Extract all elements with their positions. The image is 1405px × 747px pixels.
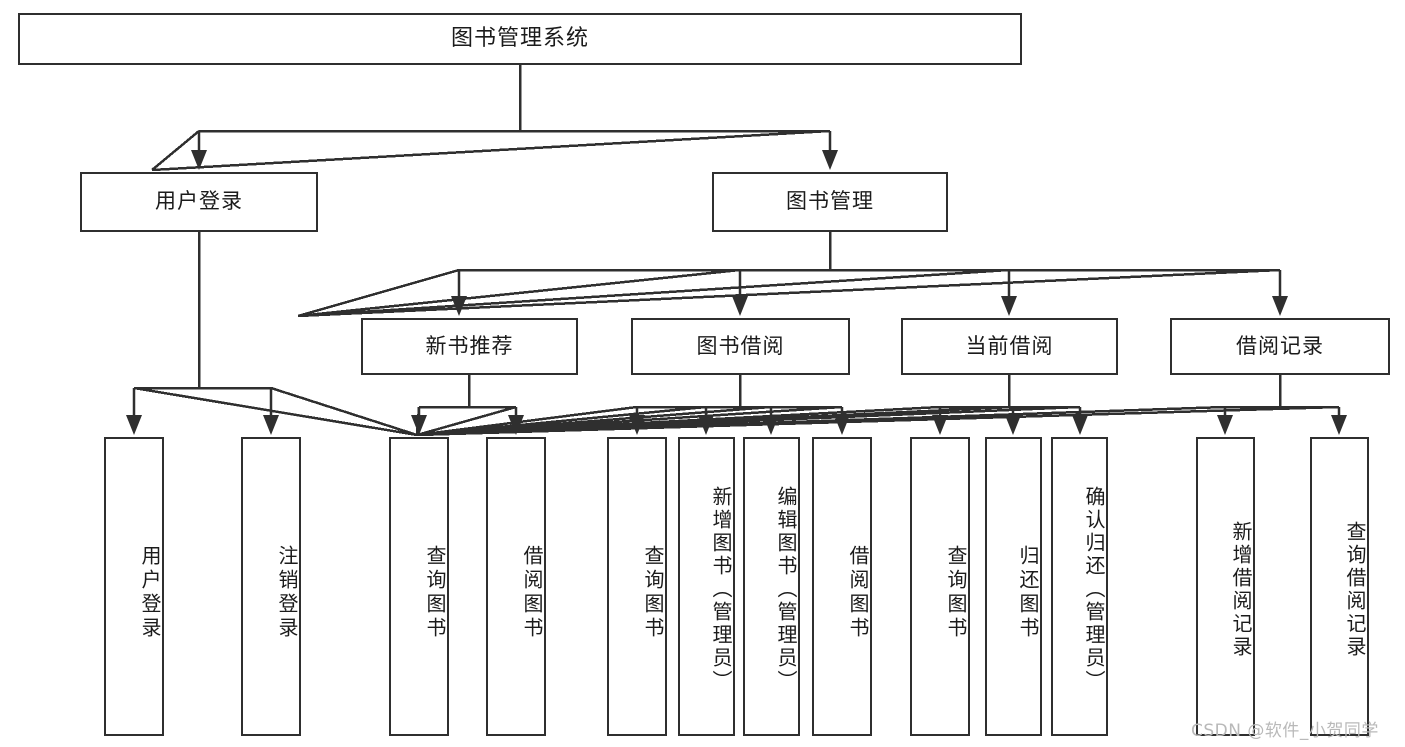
node-add-borrow-record-label: 新增借阅记录	[1229, 520, 1253, 659]
node-borrow-record[interactable]: 借阅记录	[1170, 318, 1390, 375]
node-query-book-rec-label: 查询图书	[423, 544, 447, 641]
node-add-book-admin-label: 新增图书（管理员）	[709, 486, 733, 693]
node-new-book-rec-label: 新书推荐	[425, 333, 514, 358]
node-confirm-return-admin-label: 确认归还（管理员）	[1082, 486, 1106, 693]
node-user-login-label: 用户登录	[155, 189, 243, 214]
node-borrow-book-rec[interactable]: 借阅图书	[486, 437, 546, 736]
node-new-book-rec[interactable]: 新书推荐	[361, 318, 578, 375]
node-add-book-admin[interactable]: 新增图书（管理员）	[678, 437, 735, 736]
node-user-logout-leaf-label: 注销登录	[275, 544, 299, 641]
node-query-borrow-record-label: 查询借阅记录	[1343, 520, 1367, 659]
node-book-borrow-label: 图书借阅	[696, 333, 785, 358]
node-root[interactable]: 图书管理系统	[18, 13, 1022, 65]
node-query-book-borrow[interactable]: 查询图书	[607, 437, 667, 736]
node-current-borrow-label: 当前借阅	[965, 333, 1054, 358]
node-borrow-book-borrow-label: 借阅图书	[846, 544, 870, 641]
node-user-login-leaf-label: 用户登录	[138, 544, 162, 641]
node-query-borrow-record[interactable]: 查询借阅记录	[1310, 437, 1369, 736]
node-return-book[interactable]: 归还图书	[985, 437, 1042, 736]
node-book-borrow[interactable]: 图书借阅	[631, 318, 850, 375]
node-return-book-label: 归还图书	[1016, 544, 1040, 641]
node-user-logout-leaf[interactable]: 注销登录	[241, 437, 301, 736]
node-query-book-borrow-label: 查询图书	[641, 544, 665, 641]
node-query-book-current[interactable]: 查询图书	[910, 437, 970, 736]
node-borrow-book-borrow[interactable]: 借阅图书	[812, 437, 872, 736]
node-book-manage-label: 图书管理	[786, 189, 874, 214]
node-root-label: 图书管理系统	[450, 25, 589, 51]
node-query-book-current-label: 查询图书	[944, 544, 968, 641]
csdn-watermark: CSDN @软件_小贺同学	[1191, 721, 1379, 741]
node-borrow-record-label: 借阅记录	[1236, 333, 1324, 358]
node-user-login[interactable]: 用户登录	[80, 172, 318, 232]
node-confirm-return-admin[interactable]: 确认归还（管理员）	[1051, 437, 1108, 736]
node-book-manage[interactable]: 图书管理	[712, 172, 948, 232]
node-current-borrow[interactable]: 当前借阅	[901, 318, 1118, 375]
node-edit-book-admin-label: 编辑图书（管理员）	[774, 486, 798, 693]
node-user-login-leaf[interactable]: 用户登录	[104, 437, 164, 736]
node-borrow-book-rec-label: 借阅图书	[520, 544, 544, 641]
node-edit-book-admin[interactable]: 编辑图书（管理员）	[743, 437, 800, 736]
node-add-borrow-record[interactable]: 新增借阅记录	[1196, 437, 1255, 736]
node-query-book-rec[interactable]: 查询图书	[389, 437, 449, 736]
